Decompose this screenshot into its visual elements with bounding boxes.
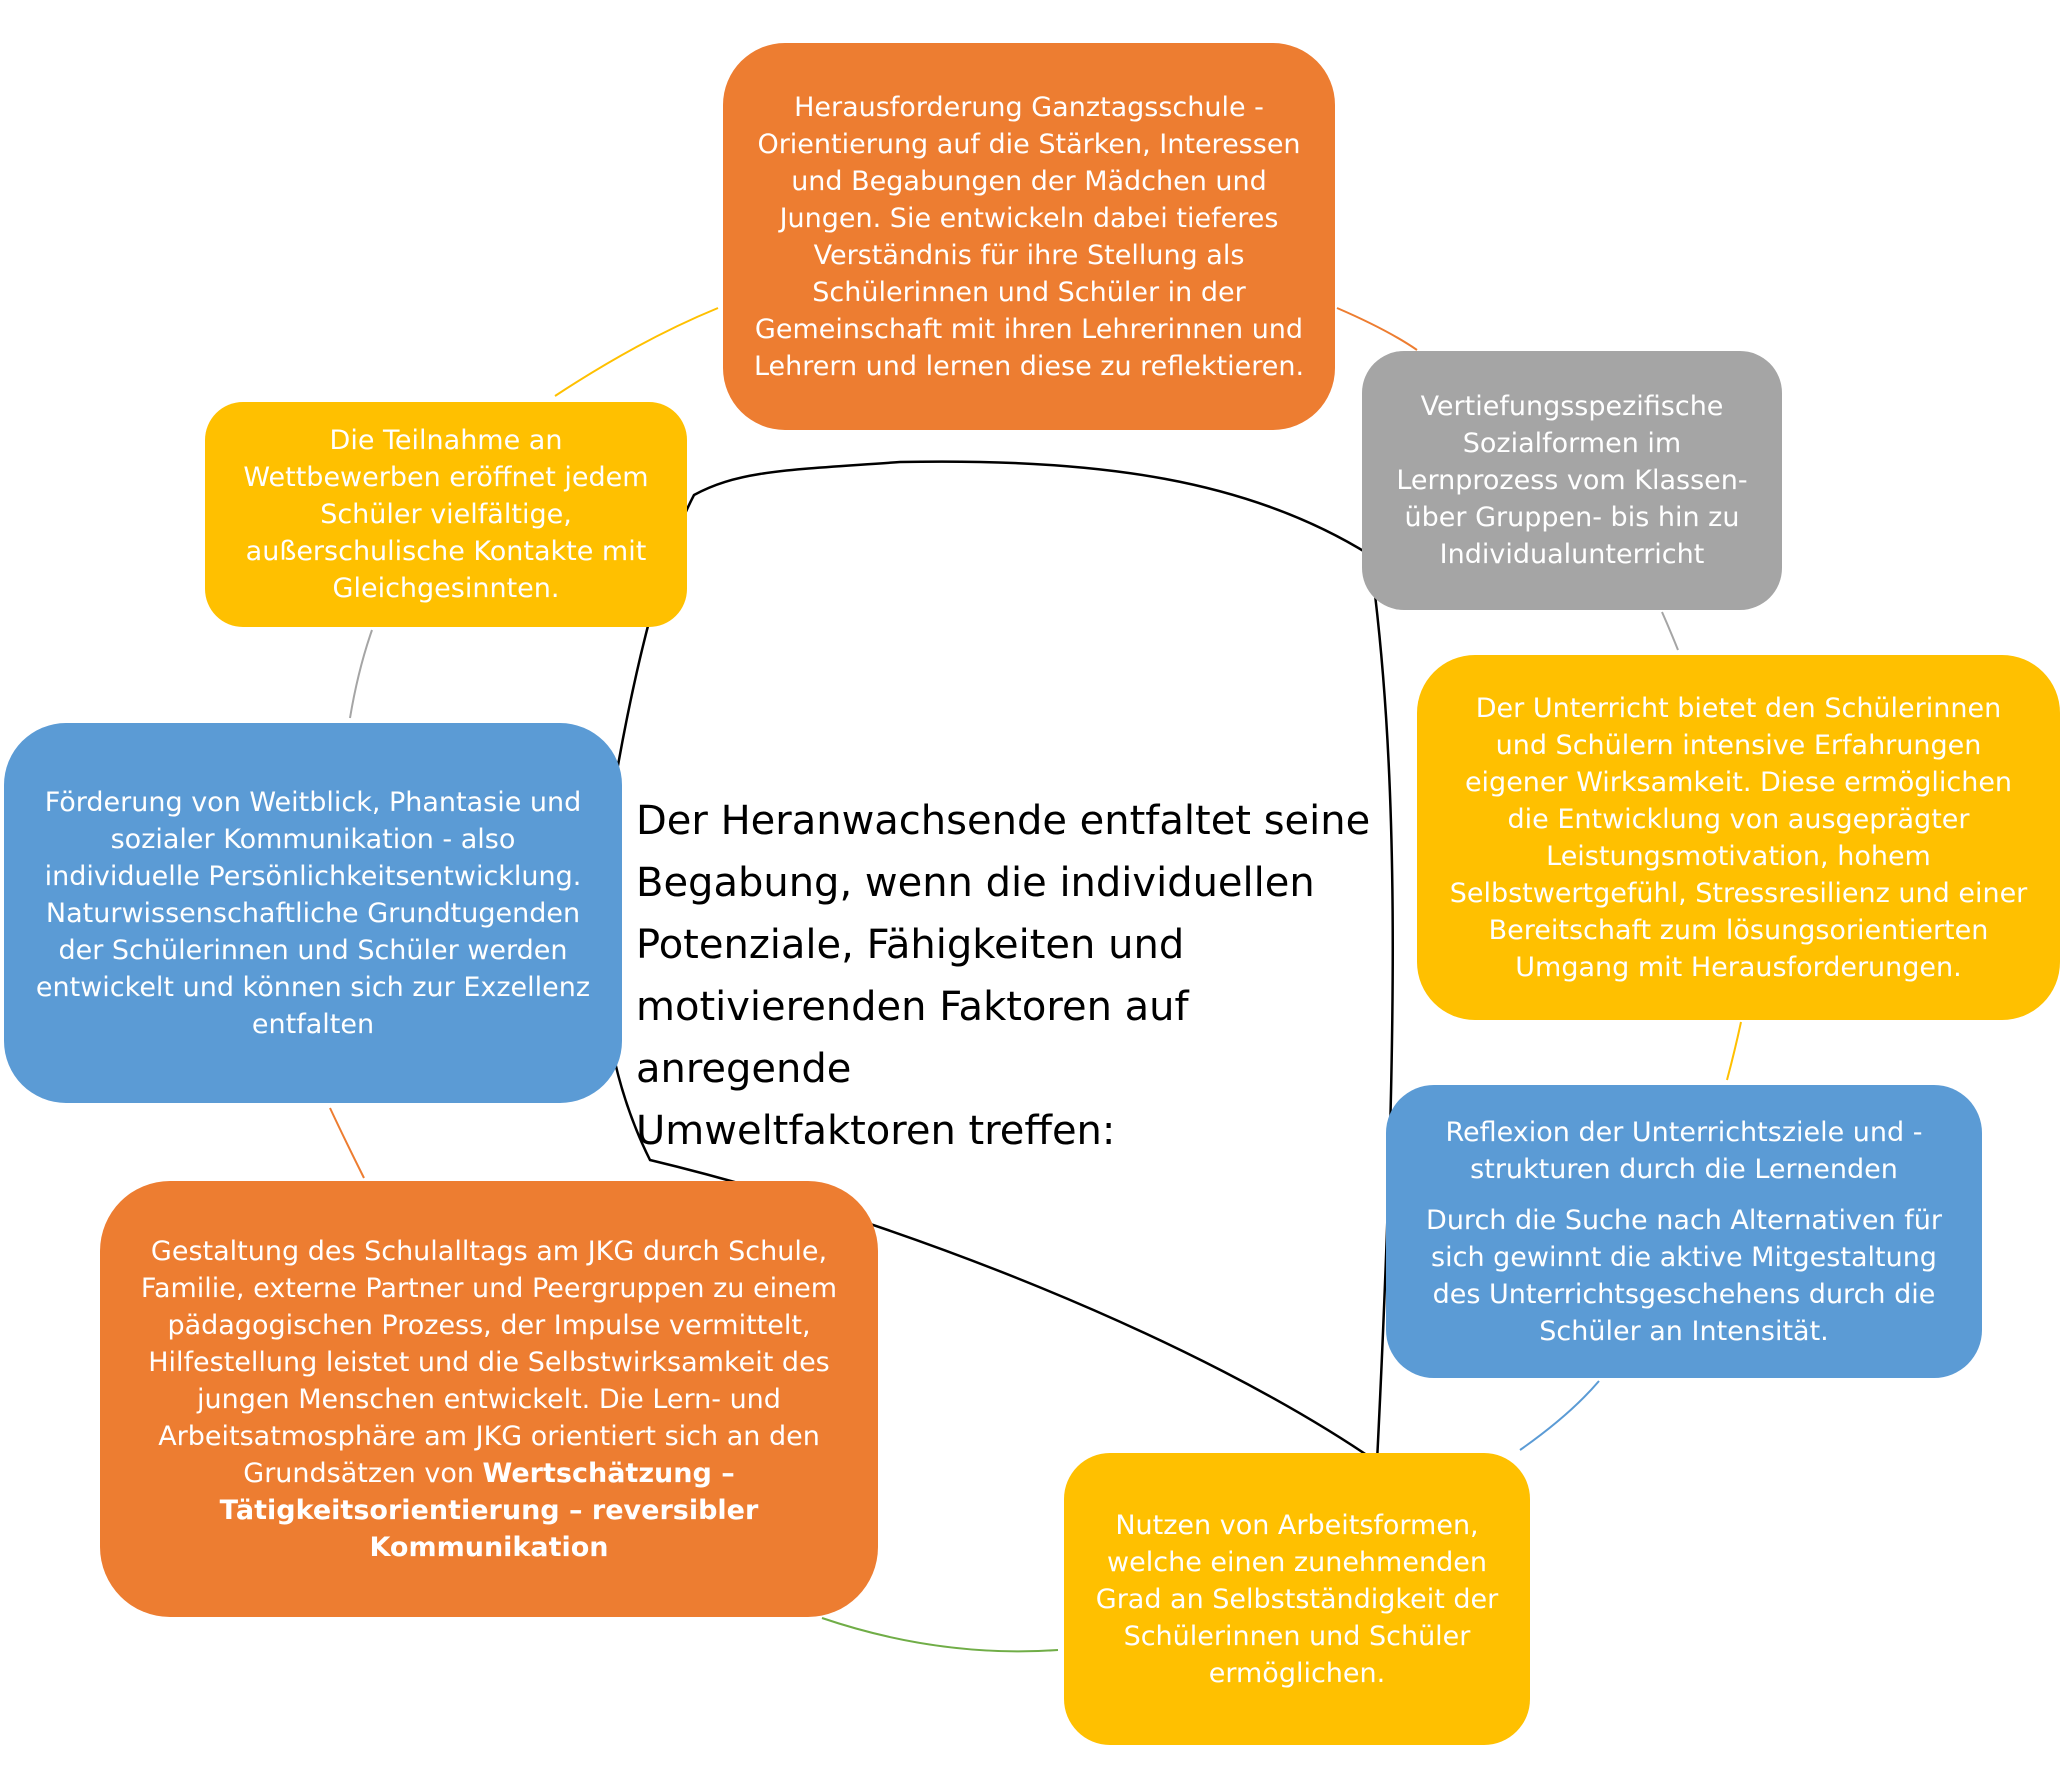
node-text-prefix: Grundsätzen von — [243, 1457, 483, 1489]
node-line: Grad an Selbstständigkeit der — [1095, 1583, 1499, 1615]
node-line: sozialer Kommunikation - also — [110, 823, 516, 855]
node-line: sich gewinnt die aktive Mitgestaltung — [1431, 1241, 1937, 1273]
connector-gold-right-to-blue-right — [1726, 1021, 1742, 1081]
node-line: der Schülerinnen und Schüler werden — [58, 934, 568, 966]
node-bold-text: Kommunikation — [369, 1531, 609, 1563]
node-line: Grundsätzen von Wertschätzung – — [243, 1455, 734, 1492]
node-line: entwickelt und können sich zur Exzellenz — [35, 971, 591, 1003]
node-line: Schüler vielfältige, — [320, 499, 572, 530]
node-line: über Gruppen- bis hin zu — [1404, 502, 1740, 533]
node-line: außerschulische Kontakte mit — [245, 536, 647, 567]
node-line: Umgang mit Herausforderungen. — [1515, 951, 1962, 983]
connector-top-to-gray — [1336, 307, 1418, 351]
node-line: Herausforderung Ganztagsschule - — [794, 91, 1264, 123]
node-line: Lehrern und lernen diese zu reflektieren… — [753, 350, 1305, 382]
node-line: eigener Wirksamkeit. Diese ermöglichen — [1464, 766, 2013, 798]
node-persoenlichkeit: Förderung von Weitblick, Phantasie und s… — [4, 723, 622, 1103]
node-reflexion: Reflexion der Unterrichtsziele und - str… — [1386, 1085, 1982, 1378]
connector-gray-to-gold-right — [1661, 611, 1679, 651]
connector-gold-bottom-to-orange-left — [821, 1617, 1059, 1653]
node-line: Individualunterricht — [1439, 539, 1705, 570]
node-line: individuelle Persönlichkeitsentwicklung. — [44, 860, 582, 892]
node-line: die Entwicklung von ausgeprägter — [1507, 803, 1970, 835]
center-statement: Der Heranwachsende entfaltet seine Begab… — [636, 790, 1396, 1162]
node-line: Nutzen von Arbeitsformen, — [1115, 1509, 1479, 1541]
node-line: Tätigkeitsorientierung – reversibler — [220, 1492, 759, 1529]
node-title-line: strukturen durch die Lernenden — [1470, 1153, 1898, 1185]
node-bold-text: Wertschätzung – — [482, 1457, 735, 1489]
node-bold-text: Tätigkeitsorientierung – reversibler — [219, 1494, 759, 1526]
node-line: Der Unterricht bietet den Schülerinnen — [1475, 692, 2002, 724]
center-line: Umweltfaktoren treffen: — [636, 1108, 1116, 1154]
node-line: jungen Menschen entwickelt. Die Lern- un… — [197, 1383, 781, 1415]
node-line: Jungen. Sie entwickeln dabei tieferes — [779, 202, 1279, 234]
connector-orange-left-to-blue-left — [329, 1107, 365, 1179]
node-arbeitsformen: Nutzen von Arbeitsformen, welche einen z… — [1064, 1453, 1530, 1745]
node-line: Familie, externe Partner und Peergruppen… — [140, 1272, 838, 1304]
node-line: Arbeitsatmosphäre am JKG orientiert sich… — [158, 1420, 820, 1452]
node-line: Hilfestellung leistet und die Selbstwirk… — [148, 1346, 830, 1378]
node-wirksamkeit: Der Unterricht bietet den Schülerinnen u… — [1417, 655, 2060, 1020]
center-line: Begabung, wenn die individuellen — [636, 860, 1315, 906]
node-line: welche einen zunehmenden — [1107, 1546, 1487, 1578]
node-line: pädagogischen Prozess, der Impulse vermi… — [167, 1309, 811, 1341]
node-line: Sozialformen im — [1462, 428, 1682, 459]
node-line: Bereitschaft zum lösungsorientierten — [1488, 914, 1989, 946]
node-line: und Begabungen der Mädchen und — [791, 165, 1267, 197]
connector-blue-left-to-gold-left — [349, 629, 373, 719]
node-line: Kommunikation — [369, 1529, 608, 1566]
node-line: Durch die Suche nach Alternativen für — [1426, 1204, 1942, 1236]
node-line: Orientierung auf die Stärken, Interessen — [757, 128, 1301, 160]
node-line: entfalten — [251, 1008, 375, 1040]
node-ganztagsschule: Herausforderung Ganztagsschule - Orienti… — [723, 43, 1335, 430]
connector-blue-right-to-gold-bottom — [1519, 1380, 1600, 1451]
node-line: des Unterrichtsgeschehens durch die — [1432, 1278, 1936, 1310]
node-line: Lernprozess vom Klassen- — [1396, 465, 1748, 496]
node-line: Wettbewerben eröffnet jedem — [243, 462, 649, 493]
node-line: Verständnis für ihre Stellung als — [813, 239, 1245, 271]
node-wettbewerbe: Die Teilnahme an Wettbewerben eröffnet j… — [205, 402, 687, 627]
node-line: Schüler an Intensität. — [1539, 1315, 1829, 1347]
node-title-line: Reflexion der Unterrichtsziele und - — [1445, 1116, 1923, 1148]
node-line: und Schülern intensive Erfahrungen — [1495, 729, 1982, 761]
node-line: Vertiefungsspezifische — [1420, 391, 1724, 422]
center-line: Der Heranwachsende entfaltet seine — [636, 798, 1371, 844]
node-line: Gemeinschaft mit ihren Lehrerinnen und — [754, 313, 1304, 345]
node-line: Förderung von Weitblick, Phantasie und — [44, 786, 582, 818]
center-line: Potenziale, Fähigkeiten und — [636, 922, 1185, 968]
node-line: ermöglichen. — [1208, 1657, 1386, 1689]
connector-gold-left-to-top — [554, 307, 719, 397]
node-line: Leistungsmotivation, hohem — [1546, 840, 1931, 872]
node-line: Schülerinnen und Schüler in der — [812, 276, 1246, 308]
node-line: Die Teilnahme an — [329, 425, 563, 456]
node-line: Gleichgesinnten. — [332, 573, 560, 604]
node-line: Naturwissenschaftliche Grundtugenden — [45, 897, 581, 929]
node-line: Selbstwertgefühl, Stressresilienz und ei… — [1449, 877, 2028, 909]
node-line: Gestaltung des Schulalltags am JKG durch… — [150, 1235, 828, 1267]
node-sozialformen: Vertiefungsspezifische Sozialformen im L… — [1362, 351, 1782, 610]
center-line: motivierenden Faktoren auf anregende — [636, 984, 1189, 1092]
node-line: Schülerinnen und Schüler — [1123, 1620, 1471, 1652]
node-schulalltag: Gestaltung des Schulalltags am JKG durch… — [100, 1181, 878, 1617]
